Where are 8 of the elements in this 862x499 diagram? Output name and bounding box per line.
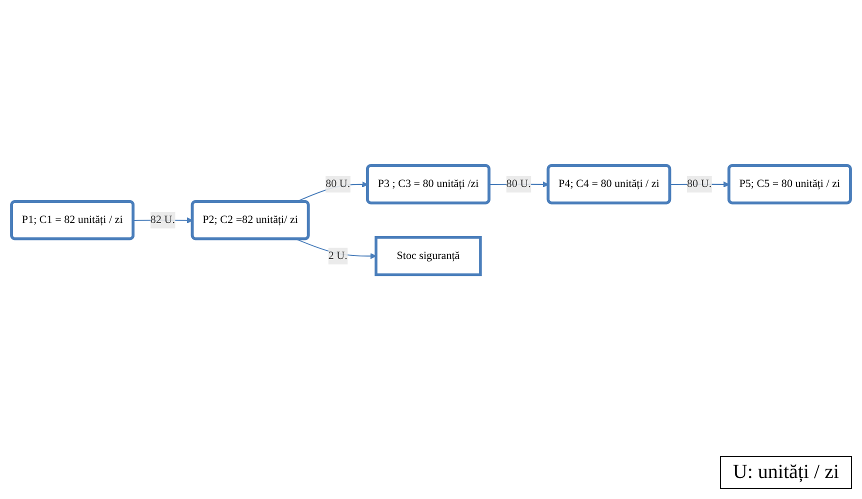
arrow — [296, 238, 376, 259]
node-box: Stoc siguranță — [374, 236, 482, 276]
edge-label: 80 U. — [687, 178, 712, 190]
edge-label: 80 U. — [506, 178, 531, 190]
edge-label: 2 U. — [328, 250, 348, 262]
edge-label: 80 U. — [326, 178, 350, 190]
edge-label: 82 U. — [150, 214, 175, 226]
note-box: U: unități / zi — [720, 456, 852, 489]
